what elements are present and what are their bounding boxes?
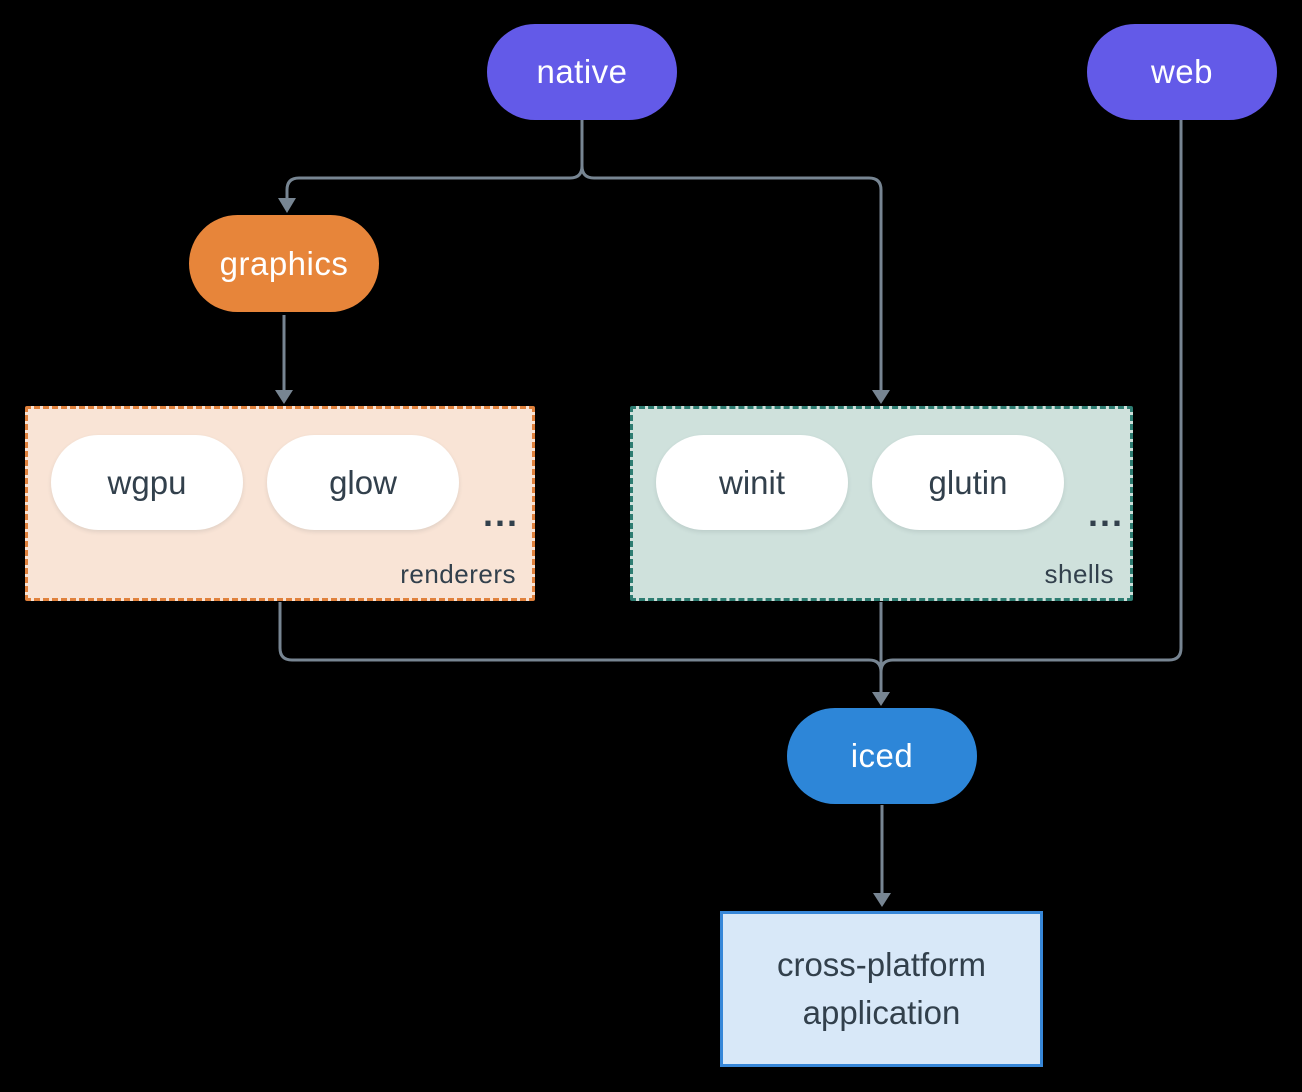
group-shells: winit glutin ... shells [630, 406, 1133, 601]
connector-native-to-graphics [285, 120, 584, 198]
node-glutin-label: glutin [928, 463, 1008, 501]
arrowhead-iced [872, 692, 890, 706]
node-glow-label: glow [329, 463, 397, 501]
node-iced-label: iced [850, 737, 914, 774]
node-native-label: native [536, 53, 628, 90]
node-application: cross-platform application [720, 911, 1043, 1067]
renderers-ellipsis: ... [483, 492, 520, 534]
node-glutin: glutin [872, 435, 1064, 530]
node-graphics: graphics [189, 215, 379, 312]
group-shells-label: shells [1044, 559, 1114, 589]
group-renderers: wgpu glow ... renderers [25, 406, 535, 601]
node-winit-label: winit [718, 463, 786, 501]
node-web: web [1087, 24, 1277, 120]
node-wgpu-label: wgpu [107, 463, 187, 501]
node-winit: winit [656, 435, 848, 530]
group-renderers-label: renderers [400, 559, 516, 589]
node-application-label: cross-platform application [776, 946, 987, 1031]
arrowhead-graphics [278, 198, 296, 213]
node-wgpu: wgpu [51, 435, 243, 530]
connector-native-to-shells [580, 120, 883, 390]
connector-renderers-to-iced [278, 602, 883, 673]
node-native: native [487, 24, 677, 120]
arrowhead-renderers [275, 390, 293, 404]
node-iced: iced [787, 708, 977, 804]
shells-ellipsis: ... [1088, 492, 1125, 534]
arrowhead-application [873, 893, 891, 907]
arrowhead-shells [872, 390, 890, 404]
node-glow: glow [267, 435, 459, 530]
node-web-label: web [1150, 53, 1214, 90]
node-graphics-label: graphics [219, 244, 349, 282]
